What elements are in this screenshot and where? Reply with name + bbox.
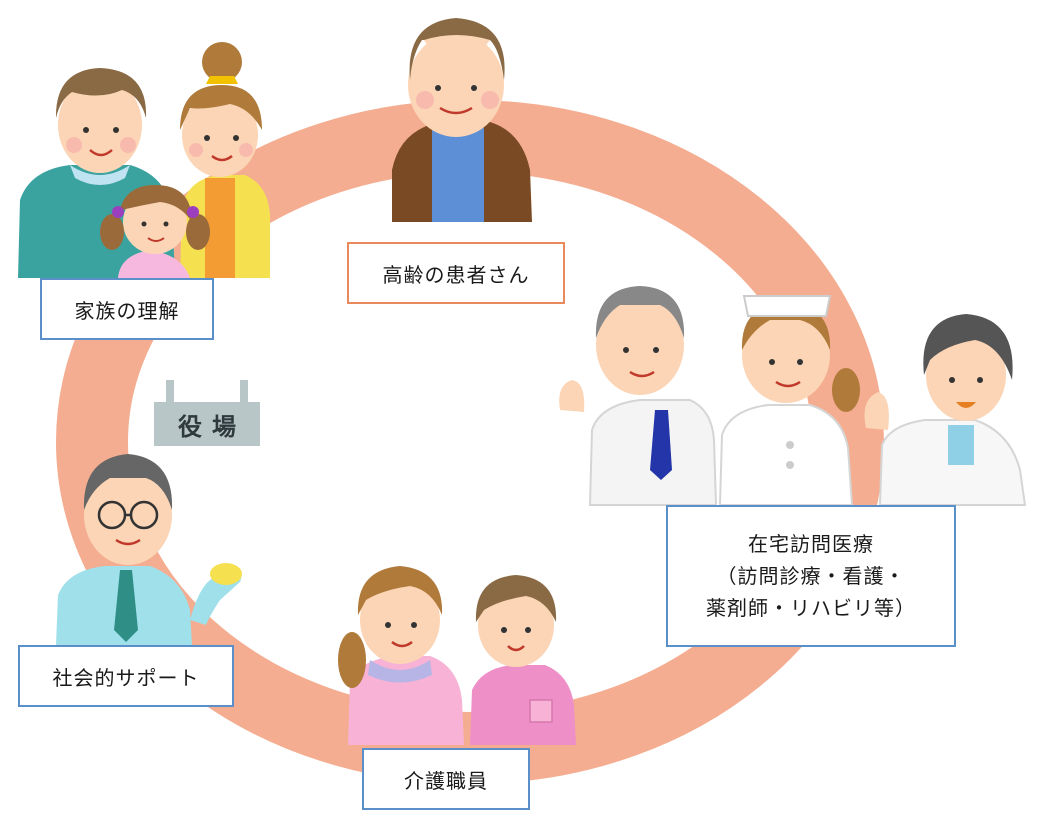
care-workers-illustration xyxy=(338,566,576,745)
home-medical-care-title: 在宅訪問医療 xyxy=(748,532,874,556)
medical-team-illustration xyxy=(559,286,1027,506)
home-medical-care-detail-1: （訪問診療・看護・ xyxy=(716,564,906,588)
home-medical-care-detail-2: 薬剤師・リハビリ等） xyxy=(706,596,916,620)
family-understanding-label: 家族の理解 xyxy=(40,278,214,340)
home-medical-care-label: 在宅訪問医療 （訪問診療・看護・ 薬剤師・リハビリ等） xyxy=(666,505,956,647)
elderly-patient-label: 高齢の患者さん xyxy=(347,242,565,304)
town-office-label: 役場 xyxy=(154,402,260,446)
social-support-label: 社会的サポート xyxy=(18,645,234,707)
town-office-sign-icon: 役場 xyxy=(154,380,260,446)
elderly-man-illustration xyxy=(392,18,532,222)
family-illustration xyxy=(18,42,270,278)
support-worker-illustration xyxy=(56,454,242,645)
care-staff-label: 介護職員 xyxy=(362,748,530,810)
